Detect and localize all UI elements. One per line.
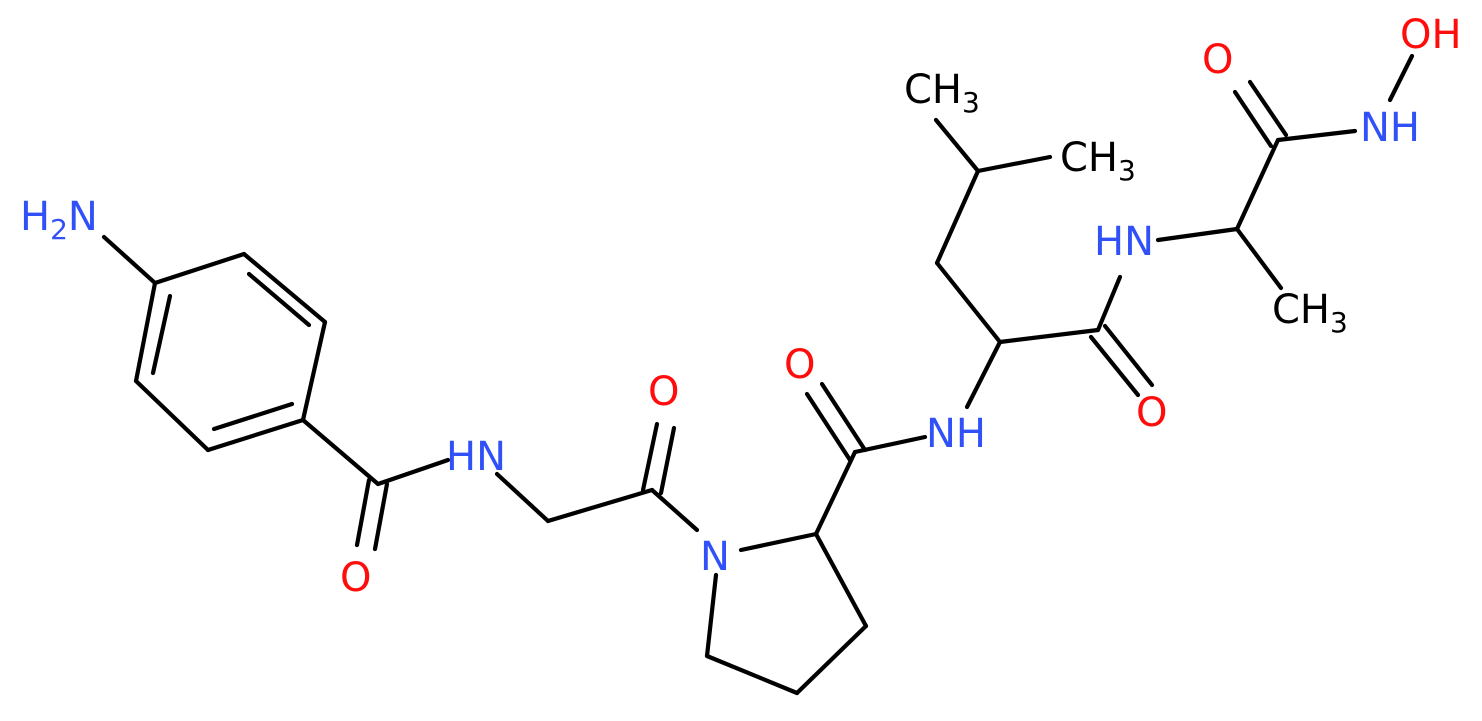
- bond-pro-co: [813, 449, 858, 537]
- bond-co-nproline: [649, 487, 700, 533]
- bond-carbonyl-nh: [375, 457, 451, 487]
- bond-calpha-ch3-ala: [1234, 226, 1284, 291]
- bond-co-o4b: [1102, 323, 1155, 388]
- bond-ring-3: [300, 319, 328, 423]
- bond-cbeta-cgamma: [934, 168, 981, 266]
- o-proline-label: O: [784, 342, 815, 388]
- bond-pro-2: [813, 531, 869, 629]
- bond-cgamma-ch3right: [975, 154, 1053, 174]
- bond-ring-1: [152, 251, 247, 286]
- bond-co-nhhydrox: [1275, 128, 1358, 143]
- nh-glycine-label: HN: [446, 434, 506, 480]
- oh-label: OH: [1400, 12, 1462, 58]
- bond-ring-carbonyl: [300, 417, 381, 487]
- hn-alanine-label: HN: [1094, 219, 1154, 265]
- nh-leucine-label: NH: [926, 411, 986, 457]
- n-proline-label: N: [700, 534, 730, 580]
- nh-hydroxamic-label: NH: [1360, 105, 1420, 151]
- bond-cgamma-ch3top: [933, 117, 981, 174]
- bond-ring-inner-1: [246, 271, 312, 328]
- bond-co-hnala: [1095, 274, 1123, 333]
- amine-label: H2N: [20, 194, 98, 246]
- ch3-top-label: CH3: [904, 67, 980, 119]
- bond-nh-calpha: [964, 339, 1003, 410]
- ch3-alanine-label: CH3: [1272, 287, 1348, 339]
- bond-calpha-co: [997, 327, 1101, 345]
- bond-calpha-cbeta: [934, 260, 1003, 345]
- bond-nh-oh: [1387, 53, 1415, 103]
- bond-pro-4: [704, 653, 800, 696]
- bond-co-o4a: [1088, 334, 1141, 398]
- bond-co-o3b: [819, 381, 868, 453]
- bond-ring-4: [205, 417, 306, 453]
- bond-carbonyl-o1a: [354, 477, 372, 548]
- bond-co-nhleu: [852, 434, 928, 455]
- bond-pro-5: [704, 572, 719, 659]
- bond-ring-inner-2: [211, 401, 295, 432]
- bond-nh-ch2: [494, 471, 551, 524]
- atom-labels: H2N HN O O N O NH CH3 CH3 O HN CH3 O NH …: [20, 12, 1462, 601]
- o-benzamide-label: O: [340, 555, 371, 601]
- ch3-right-label: CH3: [1060, 135, 1136, 187]
- bond-co-o5a: [1232, 89, 1274, 149]
- bond-amine-ring: [101, 234, 158, 286]
- bond-carbonyl-o1b: [372, 481, 390, 552]
- bond-pro-1: [738, 531, 819, 553]
- bond-co-o2b: [658, 425, 677, 496]
- bond-ring-5: [133, 378, 211, 453]
- bond-pro-3: [794, 623, 869, 696]
- bond-hn-calpha-ala: [1155, 226, 1240, 243]
- bond-co-o3a: [804, 391, 853, 463]
- bond-ch2-co: [545, 487, 655, 524]
- bond-ring-inner-3: [150, 293, 173, 376]
- bond-ring-6: [133, 280, 158, 384]
- bond-calpha-co-ala: [1234, 137, 1281, 232]
- o-alanine-label: O: [1202, 37, 1233, 83]
- bond-co-o2a: [640, 421, 660, 493]
- o-leucine-label: O: [1136, 390, 1167, 436]
- bond-ring-2: [241, 251, 328, 325]
- o-glycine-label: O: [648, 369, 679, 415]
- bond-lines: [101, 53, 1415, 696]
- bond-co-o5b: [1247, 79, 1289, 138]
